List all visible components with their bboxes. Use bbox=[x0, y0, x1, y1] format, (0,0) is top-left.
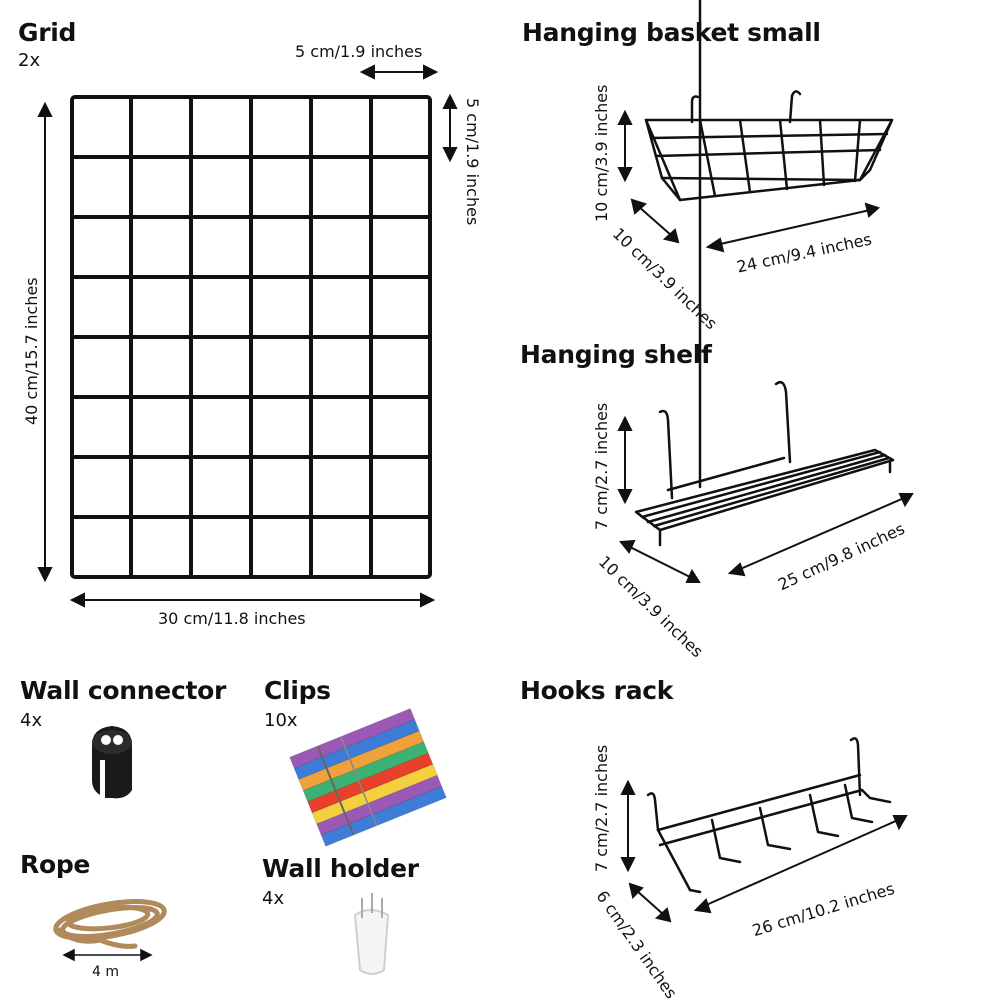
hooks-title: Hooks rack bbox=[520, 676, 674, 705]
clips-title: Clips bbox=[264, 676, 331, 705]
grid-cell-width-label: 5 cm/1.9 inches bbox=[295, 42, 423, 61]
rope-title: Rope bbox=[20, 850, 91, 879]
grid-quantity: 2x bbox=[18, 50, 41, 71]
grid-width-label: 30 cm/11.8 inches bbox=[158, 609, 306, 628]
basket-title: Hanging basket small bbox=[522, 18, 821, 47]
holder-quantity: 4x bbox=[262, 888, 285, 909]
rope-length-label: 4 m bbox=[92, 964, 119, 980]
connector-quantity: 4x bbox=[20, 710, 43, 731]
holder-title: Wall holder bbox=[262, 854, 419, 883]
connector-title: Wall connector bbox=[20, 676, 227, 705]
clips-quantity: 10x bbox=[264, 710, 298, 731]
shelf-title: Hanging shelf bbox=[520, 340, 712, 369]
grid-title: Grid bbox=[18, 18, 77, 47]
